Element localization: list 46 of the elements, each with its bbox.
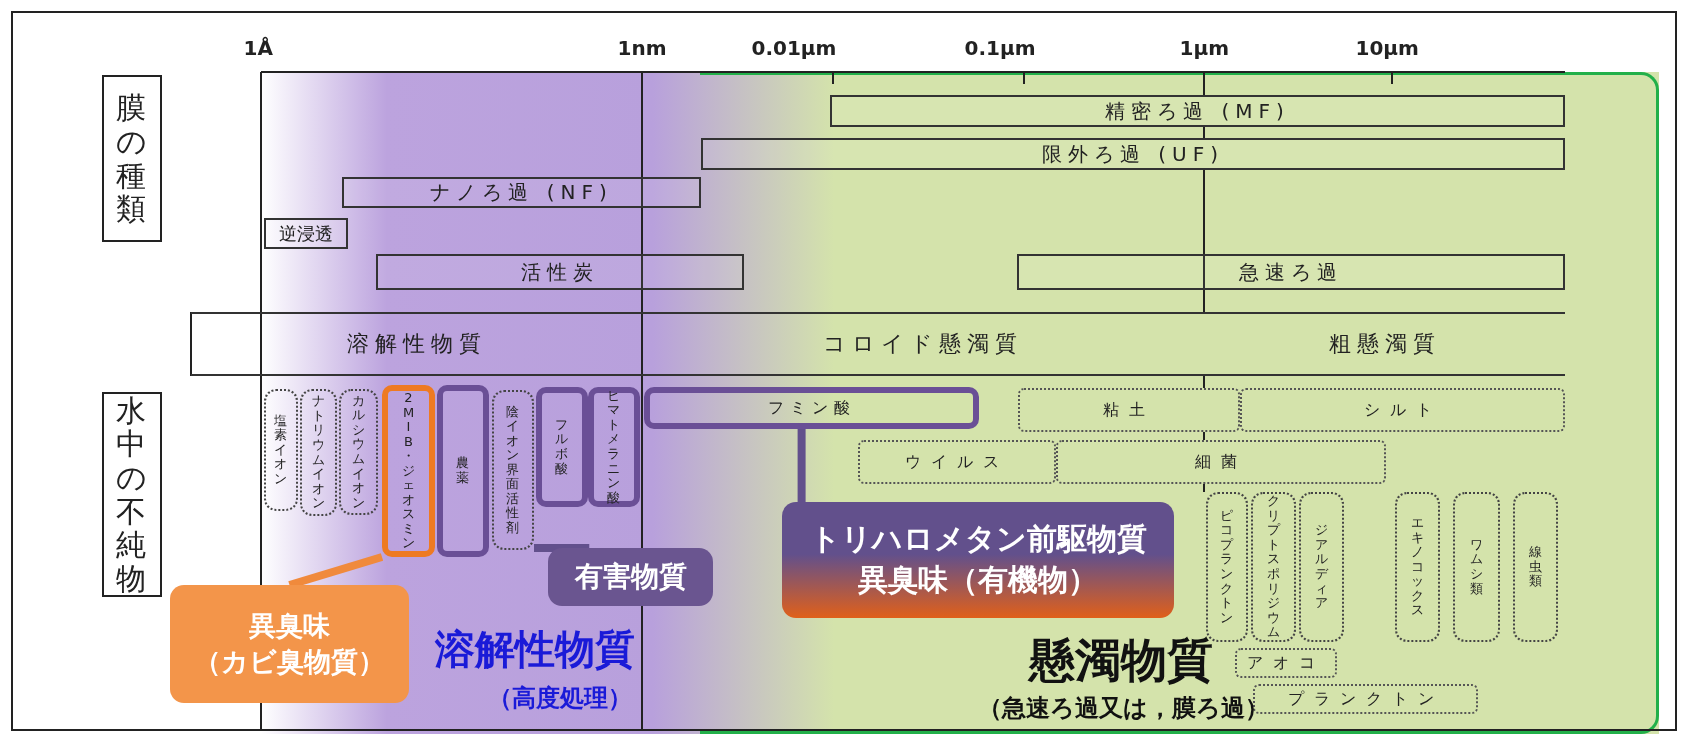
scale-label: 1μm	[1179, 36, 1229, 60]
substance-tag: フルボ酸	[536, 387, 588, 507]
substance-tag: カルシウムイオン	[339, 389, 378, 515]
category-caption: 溶解性物質	[435, 625, 635, 674]
category-label-box: 水中の不純物	[102, 392, 162, 597]
substance-tag: 粘土	[1018, 388, 1240, 432]
substance-tag: エキノコックス	[1395, 492, 1440, 642]
substance-tag: 陰イオン界面活性剤	[492, 390, 534, 550]
substance-tag: シルト	[1240, 388, 1565, 432]
scale-label: 0.1μm	[964, 36, 1036, 60]
callout-text: （カビ臭物質）	[194, 645, 385, 679]
substance-tag: ウイルス	[858, 440, 1056, 484]
substance-tag: ヒマトメラニン酸	[588, 387, 640, 507]
scale-label: 10μm	[1355, 36, 1419, 60]
substance-tag: プランクトン	[1253, 684, 1478, 714]
substance-tag: ナトリウムイオン	[300, 389, 337, 516]
scale-label: 1Å	[243, 36, 273, 60]
callout-bubble: 有害物質	[548, 548, 713, 606]
filter-range-bar: 限外ろ過 (UF)	[701, 138, 1565, 170]
scale-label: 0.01μm	[751, 36, 837, 60]
filter-range-bar: 精密ろ過 (MF)	[830, 95, 1565, 127]
scale-label: 1nm	[617, 36, 667, 60]
particle-size-band: コロイド懸濁質	[642, 312, 1204, 376]
particle-size-band: 溶解性物質	[191, 312, 642, 376]
filter-range-bar: 逆浸透	[264, 218, 348, 249]
callout-bubble	[170, 585, 409, 703]
particle-size-band: 粗懸濁質	[1204, 312, 1565, 376]
filter-range-bar: 活性炭	[376, 254, 744, 290]
substance-tag: ワムシ類	[1453, 492, 1500, 642]
substance-tag: 細菌	[1056, 440, 1386, 484]
substance-tag: 線虫類	[1513, 492, 1558, 642]
callout-text: 異臭味	[249, 609, 330, 643]
category-label-box: 膜の種類	[102, 75, 162, 242]
filter-range-bar: ナノろ過 (NF)	[342, 177, 701, 208]
substance-tag: 農薬	[437, 385, 489, 557]
callout-bubble	[782, 502, 1174, 618]
callout-text: 異臭味（有機物）	[858, 561, 1098, 599]
substance-tag: クリプトスポリジウム	[1251, 492, 1296, 642]
substance-tag: アオコ	[1235, 648, 1337, 678]
category-note: （高度処理）	[488, 683, 632, 714]
substance-tag: ジアルディア	[1299, 492, 1344, 642]
filter-range-bar: 急速ろ過	[1017, 254, 1565, 290]
callout-text: トリハロメタン前駆物質	[809, 520, 1147, 558]
substance-tag: 塩素イオン	[264, 389, 298, 511]
substance-tag: フミン酸	[644, 387, 979, 429]
substance-tag: 2MIB・ジェオスミン	[382, 385, 435, 557]
